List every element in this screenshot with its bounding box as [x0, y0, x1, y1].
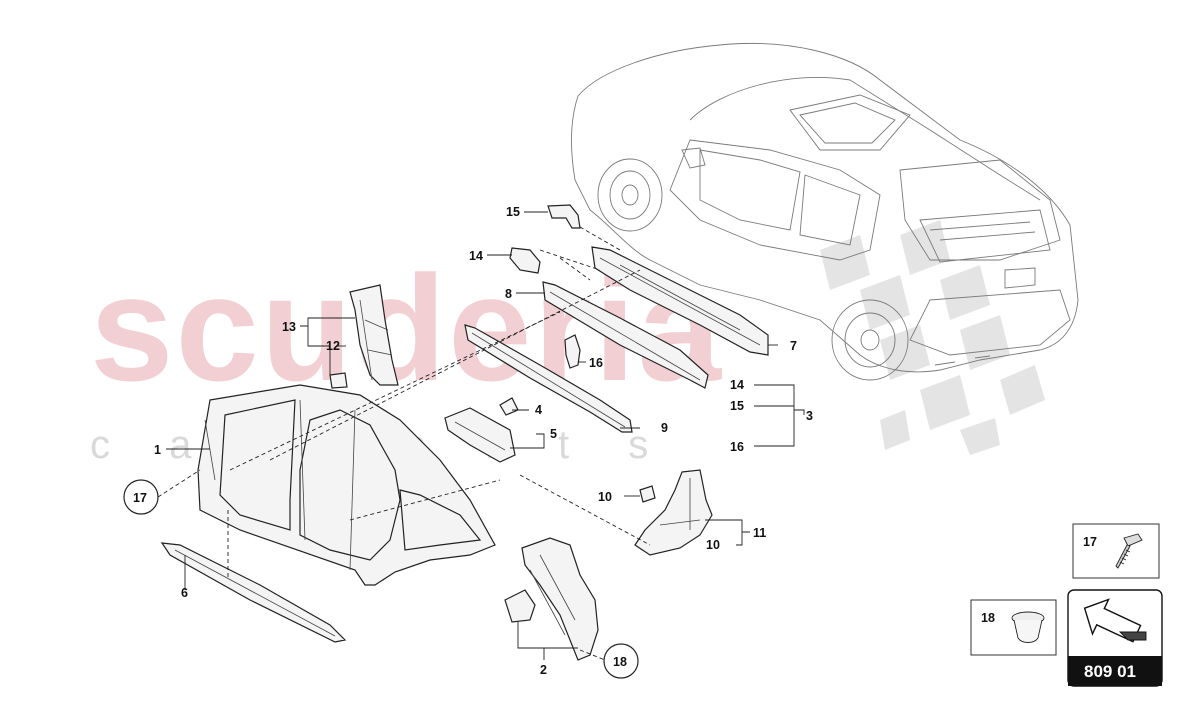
part-rail-8	[542, 281, 709, 389]
legend-17-label: 17	[1083, 535, 1097, 549]
part-rear-wheelhouse	[504, 537, 599, 661]
page-code-badge[interactable]: 809 01	[1067, 589, 1163, 687]
leader-lines	[166, 211, 805, 660]
label-10a[interactable]: 10	[598, 490, 612, 504]
dashed-guides	[157, 226, 651, 661]
label-11[interactable]: 11	[753, 526, 766, 540]
part-clip-16	[564, 334, 581, 369]
plug-icon	[1011, 611, 1045, 643]
part-rail-9	[464, 324, 633, 433]
label-15a[interactable]: 15	[506, 205, 520, 219]
label-9[interactable]: 9	[661, 421, 668, 435]
part-b-pillar	[329, 284, 399, 389]
label-5[interactable]: 5	[550, 427, 557, 441]
car-outline	[571, 42, 1079, 381]
part-rail-7	[591, 246, 769, 356]
callout-17-circle	[123, 479, 159, 515]
label-14a[interactable]: 14	[469, 249, 483, 263]
label-7[interactable]: 7	[790, 339, 797, 353]
label-16a[interactable]: 16	[589, 356, 603, 370]
label-12[interactable]: 12	[326, 339, 340, 353]
part-brackets-4-5	[444, 397, 519, 463]
label-13[interactable]: 13	[282, 320, 296, 334]
label-4[interactable]: 4	[535, 403, 542, 417]
part-rear-quarter-pillar	[634, 469, 713, 556]
label-18[interactable]: 18	[613, 655, 627, 669]
page-code-text: 809 01	[1084, 662, 1136, 681]
label-14b[interactable]: 14	[730, 378, 744, 392]
screw-icon	[1115, 533, 1143, 569]
part-body-side-panel	[197, 384, 496, 586]
legend-plug-18[interactable]: 18	[970, 599, 1057, 656]
label-6[interactable]: 6	[181, 586, 188, 600]
label-17[interactable]: 17	[133, 491, 147, 505]
legend-18-label: 18	[981, 611, 995, 625]
label-15b[interactable]: 15	[730, 399, 744, 413]
part-plate-14	[509, 247, 541, 274]
label-3[interactable]: 3	[806, 409, 813, 423]
label-1[interactable]: 1	[154, 443, 161, 457]
label-2[interactable]: 2	[540, 663, 547, 677]
part-sill-strip	[160, 542, 347, 643]
part-bracket-15	[547, 204, 581, 229]
checkered-flag-watermark	[820, 220, 1045, 455]
legend-fastener-17[interactable]: 17	[1072, 523, 1160, 579]
label-8[interactable]: 8	[505, 287, 512, 301]
label-10b[interactable]: 10	[706, 538, 720, 552]
arrow-icon	[1083, 598, 1147, 643]
callout-18-circle	[603, 643, 639, 679]
label-16b[interactable]: 16	[730, 440, 744, 454]
